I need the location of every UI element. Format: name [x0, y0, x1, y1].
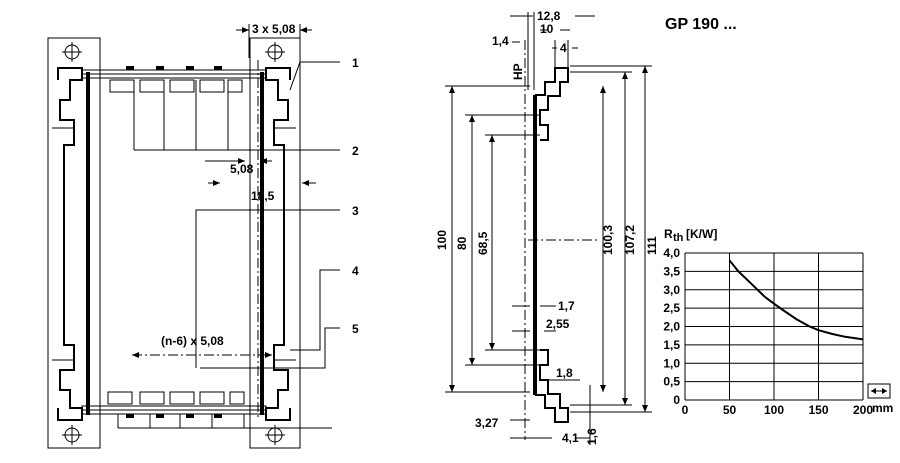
left-rail-frame [47, 37, 101, 449]
svg-text:107,2: 107,2 [623, 225, 637, 255]
svg-text:1,6: 1,6 [585, 428, 599, 445]
left-rail-profile [52, 67, 90, 421]
svg-text:3,27: 3,27 [475, 416, 499, 430]
ylabel-unit: [K/W] [686, 227, 717, 241]
y-tick-label: 0 [673, 393, 680, 407]
svg-text:100: 100 [435, 230, 449, 250]
ylabel-sub: th [673, 232, 684, 244]
svg-text:68,5: 68,5 [476, 231, 490, 255]
svg-text:5,08: 5,08 [230, 162, 254, 176]
svg-text:80: 80 [455, 236, 469, 250]
callout-4: 4 [352, 264, 359, 278]
chart-grid [684, 252, 864, 401]
y-tick-label: 3,0 [663, 283, 680, 297]
right-rail-profile [260, 67, 296, 421]
svg-text:100,3: 100,3 [601, 225, 615, 255]
dim-n6: (n-6) x 5,08 [132, 334, 272, 358]
callout-5: 5 [352, 322, 359, 336]
xlabel: mm [872, 401, 893, 415]
y-tick-label: 2,0 [663, 320, 680, 334]
chart-y-ticks: 0 0,5 1,0 1,5 2,0 2,5 3,0 3,5 4,0 [663, 246, 680, 407]
svg-text:1,8: 1,8 [556, 366, 573, 380]
hp-label: HP [511, 63, 525, 80]
callout-1: 1 [352, 56, 359, 70]
svg-text:4,1: 4,1 [562, 431, 579, 445]
x-tick-label: 50 [723, 403, 737, 417]
svg-text:(n-6) x 5,08: (n-6) x 5,08 [161, 334, 224, 348]
callout-3: 3 [352, 204, 359, 218]
bottom-connector-strip [81, 391, 332, 429]
svg-text:2,55: 2,55 [546, 317, 570, 331]
y-tick-label: 1,0 [663, 356, 680, 370]
x-tick-label: 150 [808, 403, 828, 417]
svg-text:18,5: 18,5 [251, 189, 275, 203]
width-arrow-icon [867, 383, 891, 399]
svg-text:1,4: 1,4 [492, 34, 509, 48]
right-rail-frame [249, 37, 301, 449]
side-top-dims: 12,8 10 1,4 4 [492, 9, 595, 90]
dim-185: 18,5 [208, 180, 316, 203]
y-tick-label: 4,0 [663, 246, 680, 260]
front-view: 3 x 5,08 5,08 18,5 (n-6) x 5,08 [47, 22, 359, 449]
x-tick-label: 0 [682, 403, 689, 417]
svg-text:4: 4 [560, 41, 567, 55]
dim-3x508: 3 x 5,08 [236, 22, 312, 58]
chart-series-line [728, 259, 864, 341]
svg-text:111: 111 [645, 236, 659, 255]
y-tick-label: 3,5 [663, 264, 680, 278]
product-title: GP 190 ... [665, 16, 737, 33]
x-tick-label: 100 [764, 403, 784, 417]
y-tick-label: 1,5 [663, 338, 680, 352]
callout-2: 2 [352, 144, 359, 158]
y-tick-label: 2,5 [663, 301, 680, 315]
x-tick-label: 200 [853, 403, 873, 417]
chart-x-ticks: 0 50 100 150 200 [682, 403, 874, 417]
callout-lines [195, 61, 340, 369]
svg-text:3 x 5,08: 3 x 5,08 [252, 22, 296, 36]
side-misc-dims: 1,7 2,55 1,8 3,27 4,1 1,6 [475, 299, 599, 445]
svg-text:10: 10 [540, 22, 554, 36]
ylabel-main: R [664, 227, 673, 241]
top-connector-strip [81, 66, 267, 151]
mounting-hole-icon [62, 42, 285, 445]
svg-text:12,8: 12,8 [537, 9, 561, 23]
side-vertical-dims: 100 80 68,5 100,3 107,2 111 [435, 65, 659, 413]
dim-508: 5,08 [205, 158, 272, 176]
y-tick-label: 0,5 [663, 375, 680, 389]
svg-text:1,7: 1,7 [558, 299, 575, 313]
side-view: HP 12,8 10 1,4 4 100 80 [435, 9, 659, 445]
